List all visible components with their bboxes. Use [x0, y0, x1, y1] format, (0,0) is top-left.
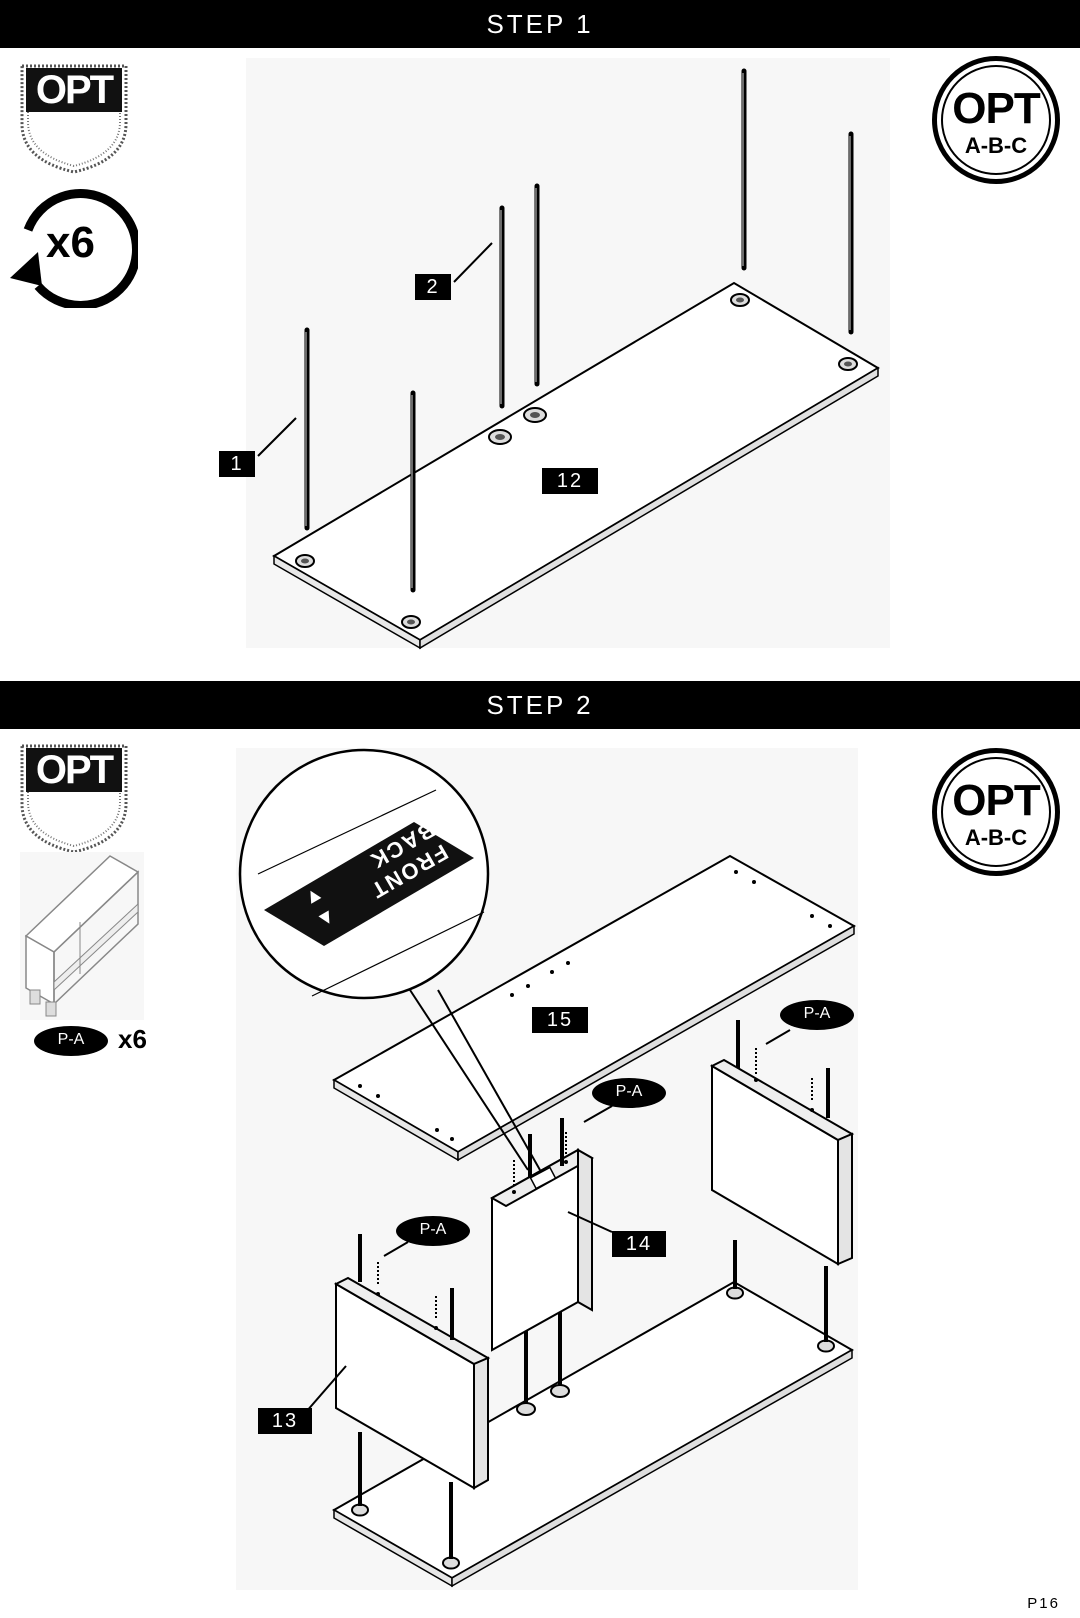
assembled-unit-thumbnail-icon	[20, 852, 144, 1020]
step1-diagram	[246, 58, 890, 650]
page-number: P16	[1027, 1595, 1060, 1612]
pa-callout-left: P-A	[396, 1216, 470, 1246]
opt-shield-icon: OPT	[18, 62, 130, 176]
part-label-12: 12	[542, 468, 598, 494]
opt-shield-icon: OPT	[18, 742, 130, 856]
badge-title: OPT	[952, 776, 1040, 825]
hardware-pa-label: P-A	[57, 1031, 85, 1048]
part-label-1: 1	[219, 451, 255, 477]
pa-callout-label: P-A	[615, 1083, 643, 1100]
part-label-2: 2	[415, 274, 451, 300]
opt-shield-text: OPT	[35, 68, 114, 112]
part-label-13: 13	[258, 1408, 312, 1434]
badge-subtitle: A-B-C	[964, 825, 1028, 850]
pa-callout-middle: P-A	[592, 1078, 666, 1108]
front-back-sticker: FRONT BACK ▲ ▼	[280, 809, 462, 946]
hardware-count: x6	[118, 1024, 147, 1054]
rotate-count: x6	[46, 218, 95, 267]
part-label-15: 15	[532, 1007, 588, 1033]
step1-header: STEP 1	[0, 0, 1080, 48]
part-label-14: 14	[612, 1231, 666, 1257]
pa-callout-label: P-A	[803, 1005, 831, 1022]
opt-abc-badge-icon: OPT A-B-C	[932, 748, 1060, 876]
arrow-up-icon: ▲	[312, 904, 341, 934]
hardware-pa-tag: P-A	[34, 1026, 108, 1056]
pa-callout-label: P-A	[419, 1221, 447, 1238]
pa-callout-right: P-A	[780, 1000, 854, 1030]
opt-abc-badge-icon: OPT A-B-C	[932, 56, 1060, 184]
rotate-arrow-icon: x6	[8, 182, 138, 308]
step2-header: STEP 2	[0, 681, 1080, 729]
opt-shield-text: OPT	[35, 748, 114, 792]
